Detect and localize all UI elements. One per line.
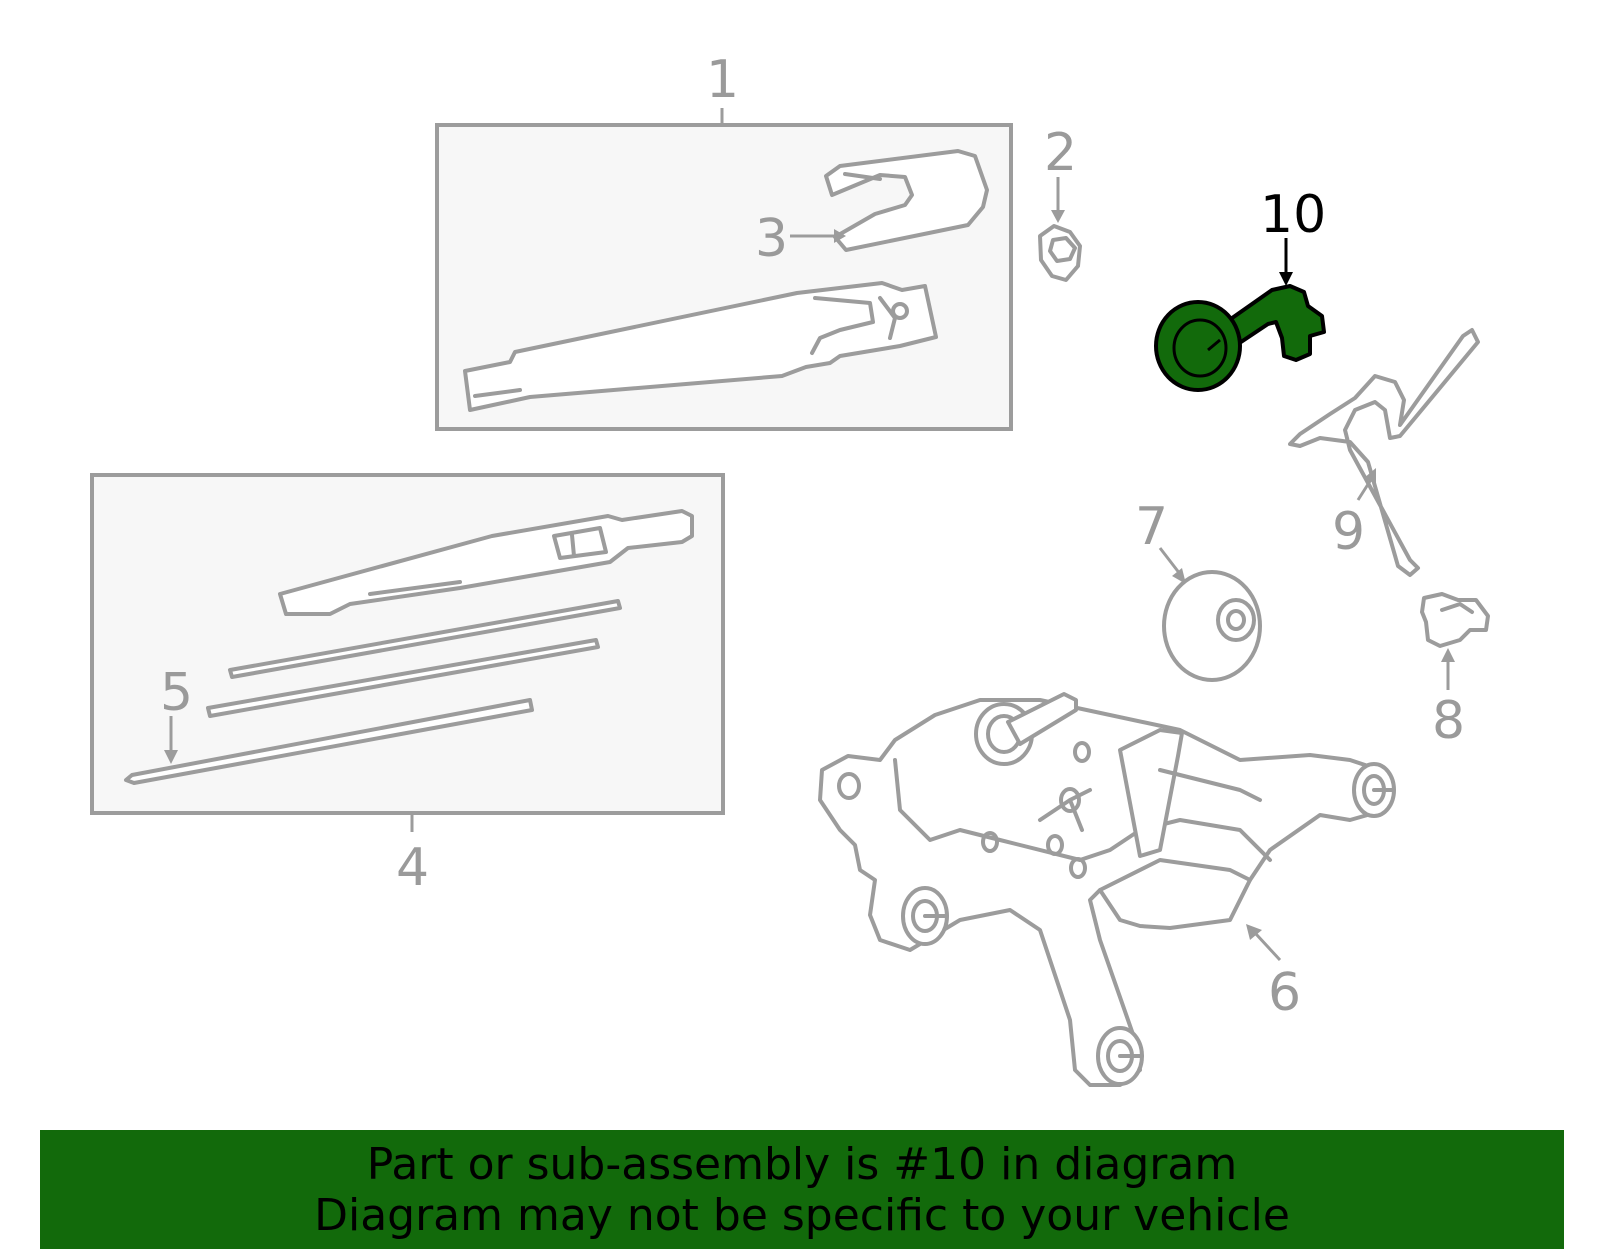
part-8-group: 8 xyxy=(1420,592,1490,751)
part-2-group: 2 xyxy=(1038,123,1082,282)
callout-8: 8 xyxy=(1432,691,1465,751)
part-1-group: 1 3 xyxy=(435,50,1013,431)
part-7-cap xyxy=(1162,570,1262,682)
part-1-wiper-arm xyxy=(463,281,938,412)
banner-line-1: Part or sub-assembly is #10 in diagram xyxy=(366,1138,1238,1190)
part-6-group: 6 xyxy=(818,692,1396,1087)
part-4-refill-b xyxy=(206,638,600,718)
callout-6: 6 xyxy=(1268,963,1301,1023)
part-5-rubber xyxy=(124,698,534,785)
part-10-shaft xyxy=(1213,284,1326,362)
callout-5: 5 xyxy=(160,663,193,723)
part-4-group: 4 5 xyxy=(90,473,725,898)
callout-2: 2 xyxy=(1044,123,1077,183)
part-9-group: 9 xyxy=(1288,328,1480,577)
callout-9: 9 xyxy=(1332,502,1365,562)
callout-4: 4 xyxy=(396,838,429,898)
part-4-refill-a xyxy=(228,599,622,679)
callout-1: 1 xyxy=(706,50,739,110)
part-6-motor-bracket xyxy=(818,698,1387,1087)
callout-3: 3 xyxy=(755,209,788,269)
callout-7: 7 xyxy=(1135,497,1168,557)
part-7-group: 7 xyxy=(1135,497,1262,682)
callout-10: 10 xyxy=(1260,185,1326,245)
part-4-blade-frame xyxy=(278,509,694,616)
part-10-group: 10 xyxy=(1154,185,1326,392)
part-8-clip xyxy=(1420,592,1490,648)
banner-line-2: Diagram may not be specific to your vehi… xyxy=(314,1189,1290,1241)
info-banner: Part or sub-assembly is #10 in diagram D… xyxy=(40,1130,1564,1249)
part-9-hose xyxy=(1288,328,1480,577)
